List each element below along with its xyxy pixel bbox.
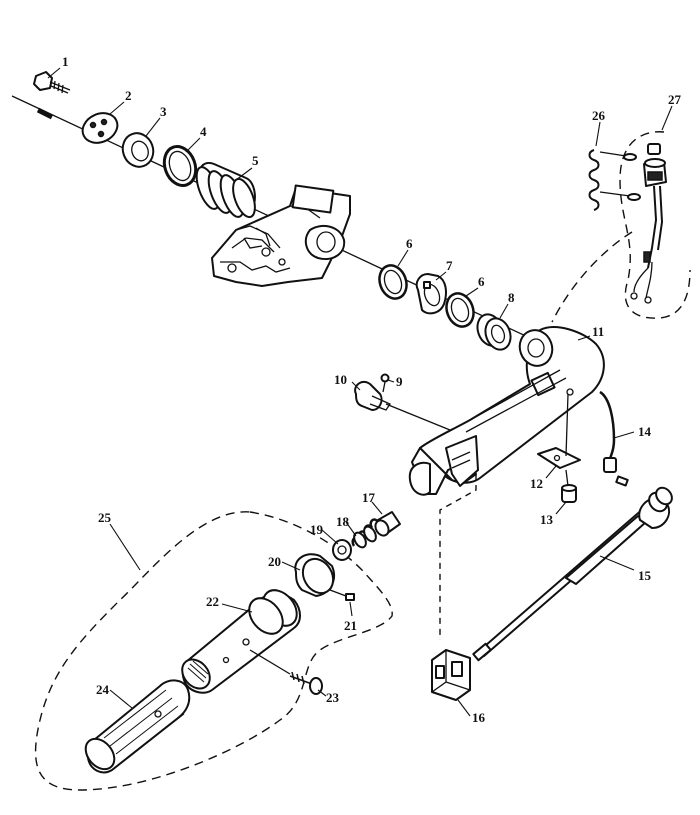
callout-27: 27 — [668, 92, 682, 107]
callout-2: 2 — [125, 88, 132, 103]
part-13-screw — [561, 469, 577, 503]
part-14-cable-connector — [599, 390, 629, 487]
part-27-kill-switch — [630, 143, 667, 304]
part-5-rubber-mount — [195, 162, 256, 219]
callout-17: 17 — [362, 490, 376, 505]
cable-end — [36, 107, 54, 120]
callout-20: 20 — [268, 554, 281, 569]
part-21-screw — [329, 589, 355, 601]
callout-7: 7 — [446, 258, 453, 273]
leader-22 — [221, 603, 253, 613]
leader-13 — [555, 501, 567, 515]
leader-15 — [599, 555, 635, 571]
group-outline-25 — [34, 511, 393, 791]
leader-17 — [371, 501, 383, 515]
callout-22: 22 — [206, 594, 219, 609]
callout-12: 12 — [530, 476, 543, 491]
group-outline-27 — [619, 131, 691, 319]
part-18-spring — [351, 518, 380, 549]
leader-21 — [349, 601, 353, 617]
part-23-screw — [249, 649, 323, 695]
leader-12 — [545, 465, 557, 479]
callout-8: 8 — [508, 290, 515, 305]
part-7-tab-washer — [415, 273, 447, 315]
leader-20 — [281, 561, 301, 571]
leader-27 — [661, 105, 673, 131]
leader-10 — [351, 381, 361, 391]
leader-26 — [595, 121, 601, 147]
callout-10: 10 — [334, 372, 347, 387]
callout-11: 11 — [592, 324, 604, 339]
leader-16 — [457, 699, 471, 717]
leader-6b — [465, 287, 479, 297]
part-10-knob — [354, 380, 451, 431]
callout-15: 15 — [638, 568, 652, 583]
part-6-washer-b — [445, 292, 475, 328]
part-17-sleeve — [374, 511, 401, 537]
main-bracket-housing — [211, 184, 351, 287]
leader-6a — [397, 249, 409, 267]
part-22-grip-body — [181, 589, 301, 694]
part-24-grip — [84, 679, 191, 774]
part-26-coiled-cord — [588, 149, 641, 211]
leader-5 — [235, 167, 253, 181]
part-1-bolt — [33, 71, 71, 94]
leader-2 — [109, 101, 125, 115]
part-15-shaft — [472, 486, 673, 662]
guide-line-16 — [439, 474, 477, 640]
part-19-washer — [332, 539, 352, 561]
part-4-o-ring — [162, 145, 198, 187]
part-8-collar — [476, 313, 512, 351]
leader-7 — [435, 271, 447, 281]
leader-18 — [345, 521, 357, 537]
part-12-plate — [537, 393, 581, 469]
callout-18: 18 — [336, 514, 350, 529]
callout-6b: 6 — [478, 274, 485, 289]
part-3-bushing — [121, 132, 155, 168]
part-20-ring-collar — [294, 553, 335, 597]
callout-26: 26 — [592, 108, 606, 123]
callout-19: 19 — [310, 522, 324, 537]
leader-24 — [109, 689, 133, 709]
leader-9 — [387, 379, 395, 383]
callout-3: 3 — [160, 104, 167, 119]
leader-3 — [145, 117, 161, 137]
part-9-pin — [380, 373, 390, 393]
callout-21: 21 — [344, 618, 357, 633]
callout-4: 4 — [200, 124, 207, 139]
callout-24: 24 — [96, 682, 110, 697]
leader-8 — [499, 303, 509, 319]
part-6-washer-a — [378, 264, 408, 300]
part-11-tiller-arm — [408, 326, 605, 496]
callout-1: 1 — [62, 54, 69, 69]
callout-6a: 6 — [406, 236, 413, 251]
callout-23: 23 — [326, 690, 340, 705]
group-leader-27 — [551, 231, 633, 323]
callout-13: 13 — [540, 512, 554, 527]
leader-25 — [109, 523, 141, 571]
leader-1 — [47, 67, 61, 79]
callout-14: 14 — [638, 424, 652, 439]
callout-16: 16 — [472, 710, 486, 725]
callout-25: 25 — [98, 510, 112, 525]
part-2-flange-plate — [81, 112, 119, 144]
part-16-clip-block — [431, 649, 471, 701]
leader-14 — [613, 431, 635, 439]
leader-4 — [185, 137, 201, 153]
callout-9: 9 — [396, 374, 403, 389]
leader-19 — [321, 529, 339, 545]
leader-11 — [577, 335, 591, 341]
leader-23 — [317, 689, 327, 697]
callout-5: 5 — [252, 153, 259, 168]
